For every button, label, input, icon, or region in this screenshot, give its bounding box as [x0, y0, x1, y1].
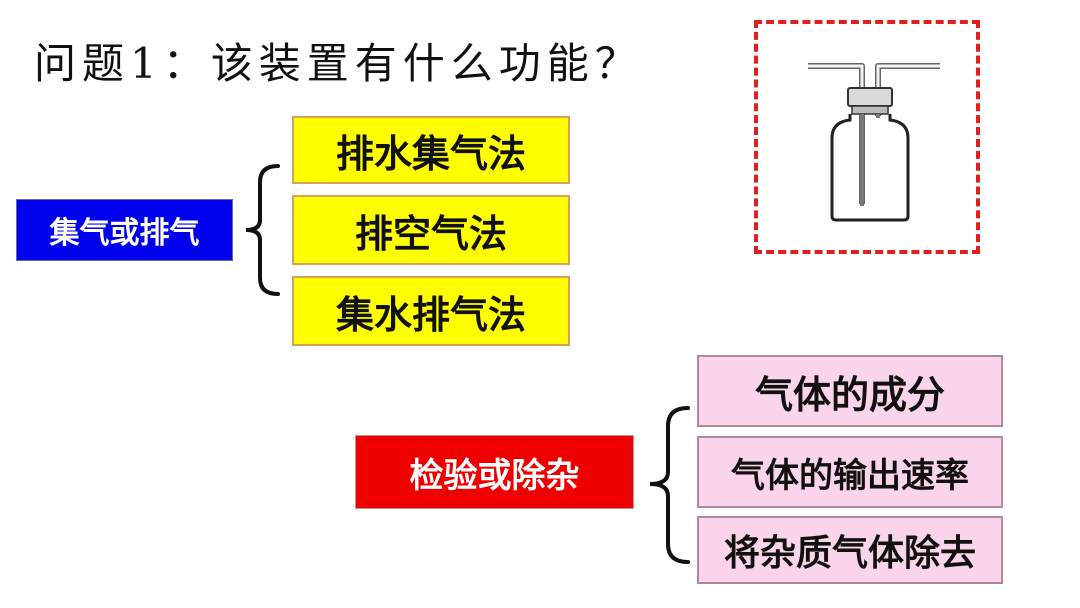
- category-collect-exhaust: 集气或排气: [16, 199, 233, 261]
- brace-icon: [245, 164, 280, 296]
- category-test-purify: 检验或除杂: [355, 435, 634, 509]
- method-drain-water-collect: 排水集气法: [292, 116, 570, 184]
- test-gas-output-rate: 气体的输出速率: [697, 436, 1003, 508]
- brace-icon: [649, 406, 690, 564]
- apparatus-image-frame: [754, 20, 980, 254]
- remove-impurity-gas: 将杂质气体除去: [697, 516, 1003, 584]
- method-collect-water-exhaust: 集水排气法: [292, 276, 570, 346]
- question-title: 问题1：该装置有什么功能？: [34, 39, 643, 88]
- test-gas-composition: 气体的成分: [697, 355, 1003, 427]
- method-drain-air: 排空气法: [292, 195, 570, 265]
- gas-washing-bottle-icon: [808, 63, 940, 222]
